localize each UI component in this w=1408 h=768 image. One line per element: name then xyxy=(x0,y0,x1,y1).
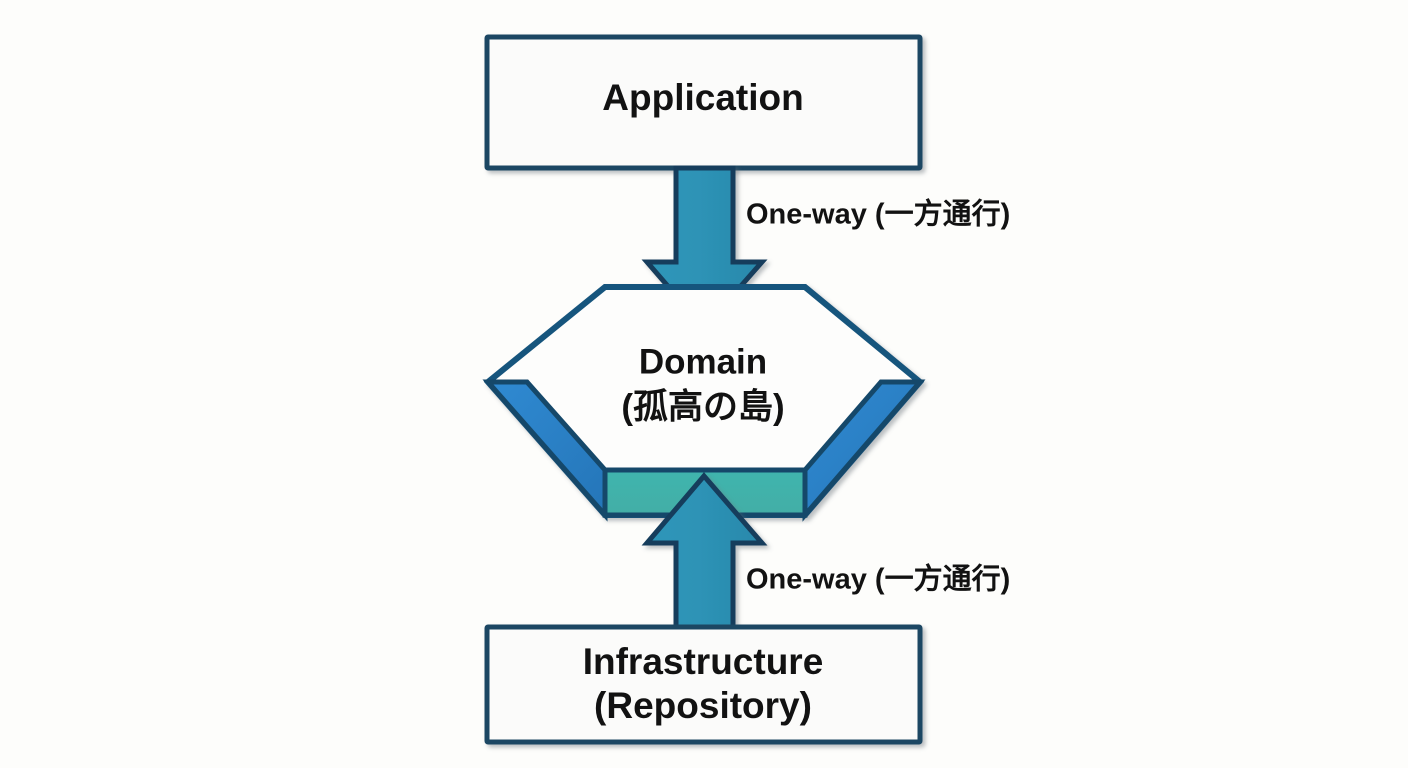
domain-label-line2: (孤高の島) xyxy=(621,387,784,426)
node-application[interactable]: Application xyxy=(484,34,923,171)
infrastructure-label-line2: (Repository) xyxy=(594,685,812,726)
application-label: Application xyxy=(602,77,803,118)
domain-label-line1: Domain xyxy=(639,342,767,381)
infrastructure-box xyxy=(484,624,923,745)
edge-label-application-to-domain: One-way (一方通行) xyxy=(746,197,1010,231)
infrastructure-label-line1: Infrastructure xyxy=(583,641,824,682)
node-infrastructure[interactable]: Infrastructure (Repository) xyxy=(484,624,923,745)
edge-label-infrastructure-to-domain: One-way (一方通行) xyxy=(746,562,1010,596)
